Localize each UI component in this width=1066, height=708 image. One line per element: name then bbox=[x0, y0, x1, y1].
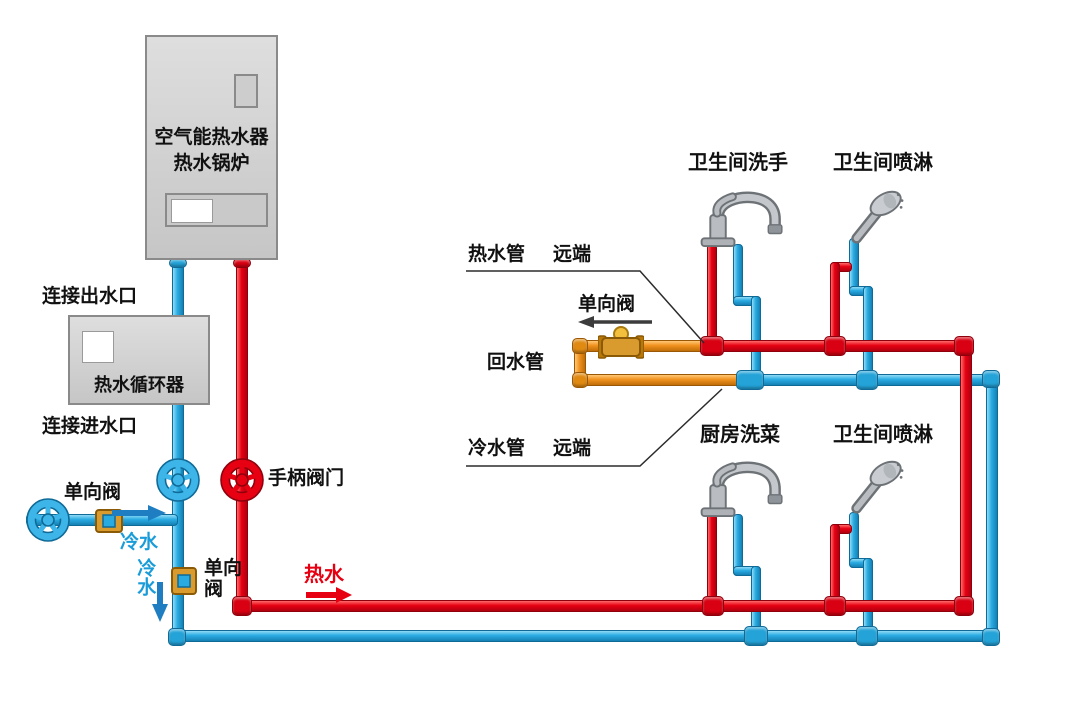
fixture-label-bathroom-shower-top: 卫生间喷淋 bbox=[833, 152, 933, 174]
circulator-window bbox=[82, 331, 114, 363]
fixture-label-bathroom-sink: 卫生间洗手 bbox=[688, 152, 788, 174]
kitchen-faucet-icon bbox=[698, 460, 798, 518]
outlet-port-label: 连接出水口 bbox=[42, 286, 138, 307]
handle-valve-handwheel-icon bbox=[218, 456, 266, 504]
tee-cold-bottom-shower bbox=[856, 626, 878, 646]
pipe-hot-top-faucet-drop bbox=[707, 244, 717, 346]
tee-hot-bottom-shower bbox=[824, 596, 846, 616]
water-heater-unit: 空气能热水器 热水锅炉 bbox=[145, 35, 278, 260]
heater-vent-panel bbox=[234, 74, 258, 108]
cold-pipe-label-text: 冷水管 bbox=[468, 438, 526, 459]
fixture-label-kitchen-sink: 厨房洗菜 bbox=[700, 424, 780, 446]
elbow-cold-top-right bbox=[982, 370, 1000, 388]
pipe-return-bottom bbox=[574, 374, 740, 386]
cold-water-inlet-label: 冷水 bbox=[120, 532, 159, 553]
pipe-hot-bottom-main bbox=[236, 600, 972, 612]
riser-check-valve-icon bbox=[171, 567, 197, 595]
pipe-cold-right-riser bbox=[986, 374, 998, 642]
heater-title-line1: 空气能热水器 bbox=[154, 127, 269, 148]
inlet-port-label: 连接进水口 bbox=[42, 416, 138, 437]
cold-water-drop-label: 冷水 bbox=[134, 558, 156, 596]
fixture-label-bathroom-shower-bottom: 卫生间喷淋 bbox=[833, 424, 933, 446]
tee-hot-top-shower bbox=[824, 336, 846, 356]
elbow-cold-bottom-right bbox=[982, 628, 1000, 646]
elbow-return-bottom-left bbox=[572, 372, 588, 388]
pipe-cold-bottom-shower-drop2 bbox=[863, 558, 873, 636]
pipe-hot-top-shower-drop bbox=[830, 262, 840, 346]
elbow-return-top-left bbox=[572, 338, 588, 354]
hot-water-flow-label: 热水 bbox=[304, 564, 344, 586]
heater-control-panel bbox=[165, 193, 268, 227]
return-check-valve-label: 单向阀 bbox=[578, 294, 636, 315]
handle-valve-label: 手柄阀门 bbox=[268, 468, 345, 489]
pipe-hot-bottom-faucet-drop bbox=[707, 514, 717, 606]
pipe-hot-right-riser bbox=[960, 340, 972, 612]
return-pipe-label: 回水管 bbox=[487, 352, 545, 373]
pipe-hot-bottom-shower-drop bbox=[830, 524, 840, 606]
riser-valve-handwheel-icon bbox=[154, 456, 202, 504]
bathroom-faucet-icon bbox=[698, 190, 798, 248]
heater-display bbox=[171, 199, 213, 223]
circulator-name: 热水循环器 bbox=[94, 375, 184, 395]
top-shower-icon bbox=[840, 188, 910, 246]
tee-cold-bottom-faucet bbox=[744, 626, 768, 646]
tee-cold-top-shower bbox=[856, 370, 878, 390]
elbow-hot-top-right bbox=[954, 336, 974, 356]
tee-hot-top-faucet bbox=[700, 336, 724, 356]
elbow-cold-bottom-left bbox=[168, 628, 186, 646]
circulator-unit: 热水循环器 bbox=[68, 315, 210, 405]
pipe-cold-top-shower-drop2 bbox=[863, 286, 873, 380]
heater-title: 空气能热水器 热水锅炉 bbox=[147, 125, 276, 177]
elbow-hot-bottom-left bbox=[232, 596, 252, 616]
riser-check-valve-label: 单向阀 bbox=[204, 558, 243, 601]
hot-pipe-far-end-label: 热水管 远端 bbox=[468, 244, 591, 265]
hot-pipe-label-text: 热水管 bbox=[468, 244, 526, 265]
bottom-shower-icon bbox=[840, 458, 910, 516]
cold-pipe-far-end-label: 冷水管 远端 bbox=[468, 438, 591, 459]
hot-pipe-far-text: 远端 bbox=[553, 244, 592, 265]
elbow-hot-bottom-right bbox=[954, 596, 974, 616]
tee-cold-return-junction bbox=[736, 370, 764, 390]
cold-pipe-far-text: 远端 bbox=[553, 438, 592, 459]
heater-title-line2: 热水锅炉 bbox=[173, 153, 250, 174]
tee-hot-bottom-faucet bbox=[702, 596, 724, 616]
return-check-valve-icon bbox=[598, 324, 644, 364]
inlet-check-valve-label: 单向阀 bbox=[64, 482, 122, 503]
